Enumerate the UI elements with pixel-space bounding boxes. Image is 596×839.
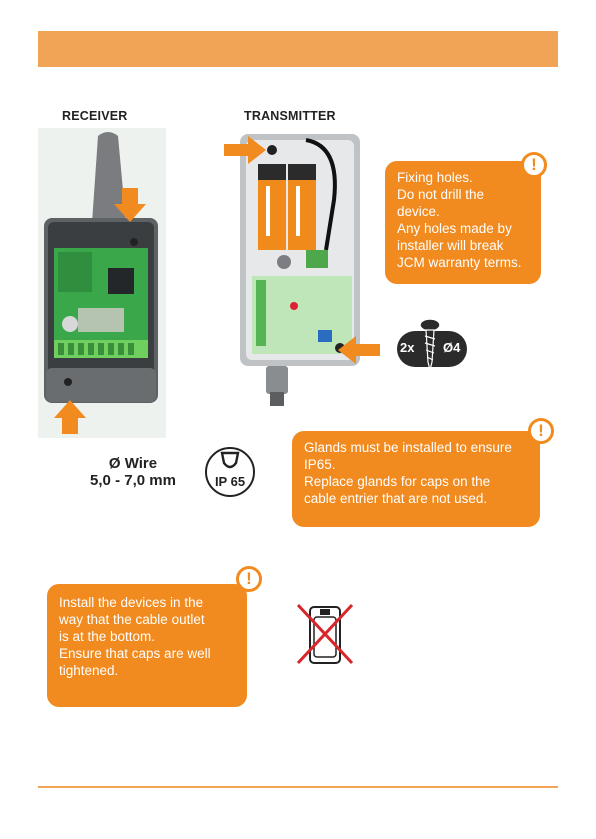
transmitter-device-image: [222, 130, 382, 410]
warning-icon: !: [528, 418, 554, 444]
receiver-device-image: [38, 128, 166, 438]
warning-icon: !: [236, 566, 262, 592]
fixing-holes-note: Fixing holes. Do not drill the device. A…: [385, 161, 541, 284]
footer-line: [38, 786, 558, 788]
wrong-orientation-icon: [296, 603, 354, 665]
screw-icon: [419, 318, 441, 371]
cap-icon: [220, 451, 240, 469]
screw-quantity: 2x: [400, 340, 415, 355]
screw-diameter: Ø4: [443, 340, 461, 355]
glands-note: Glands must be installed to ensure IP65.…: [292, 431, 540, 527]
wire-diameter-label: Ø Wire 5,0 - 7,0 mm: [90, 455, 176, 489]
receiver-label: RECEIVER: [62, 109, 128, 123]
header-bar: [38, 31, 558, 67]
transmitter-label: TRANSMITTER: [244, 109, 336, 123]
ip65-badge: [205, 447, 255, 497]
install-note: Install the devices in the way that the …: [47, 584, 247, 707]
warning-icon: !: [521, 152, 547, 178]
ip65-label: IP 65: [214, 474, 246, 489]
